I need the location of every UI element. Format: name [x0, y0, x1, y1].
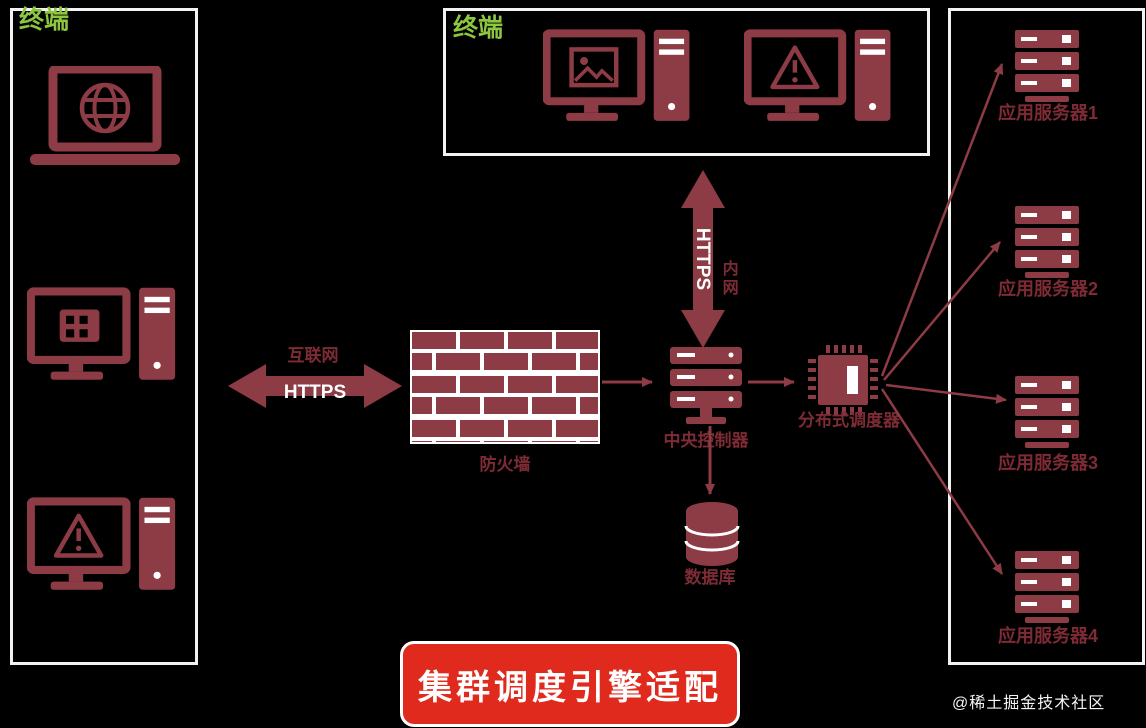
- central-controller-label: 中央控制器: [663, 431, 749, 450]
- firewall-label: 防火墙: [479, 455, 531, 474]
- external-terminals-tag: 终端: [19, 6, 70, 34]
- scheduler-label: 分布式调度器: [798, 411, 900, 430]
- desktop-warning-icon: [27, 497, 176, 590]
- desktop-photo-icon: [543, 29, 690, 121]
- desktop-app-window-icon: [27, 287, 176, 380]
- server-stack-icon: [670, 347, 742, 424]
- https-internet-arrow: HTTPS: [228, 364, 402, 408]
- intranet-label: 内网: [719, 260, 737, 298]
- database-icon: [684, 502, 740, 566]
- https-intranet-arrow: HTTPS: [681, 170, 725, 348]
- external-terminals-box: [10, 8, 198, 665]
- internet-label: 互联网: [287, 346, 339, 365]
- app-server-label: 应用服务器1: [997, 103, 1098, 123]
- database-label: 数据库: [684, 568, 736, 587]
- firewall-brick-icon: [410, 330, 600, 444]
- title-badge: 集群调度引擎适配: [400, 641, 740, 727]
- watermark: @稀土掘金技术社区: [952, 695, 1106, 712]
- scheduler-chip-icon: [808, 345, 878, 415]
- internal-terminals-tag: 终端: [453, 14, 504, 42]
- rack-server-icon: [1015, 376, 1079, 448]
- app-server-label: 应用服务器2: [997, 279, 1098, 299]
- rack-server-icon: [1015, 30, 1079, 102]
- rack-server-icon: [1015, 551, 1079, 623]
- desktop-warning-icon: [744, 29, 891, 121]
- https-label: HTTPS: [692, 228, 713, 290]
- app-server-label: 应用服务器3: [997, 453, 1098, 473]
- https-label: HTTPS: [284, 382, 346, 403]
- app-server-label: 应用服务器4: [997, 626, 1098, 646]
- laptop-globe-icon: [30, 66, 180, 165]
- rack-server-icon: [1015, 206, 1079, 278]
